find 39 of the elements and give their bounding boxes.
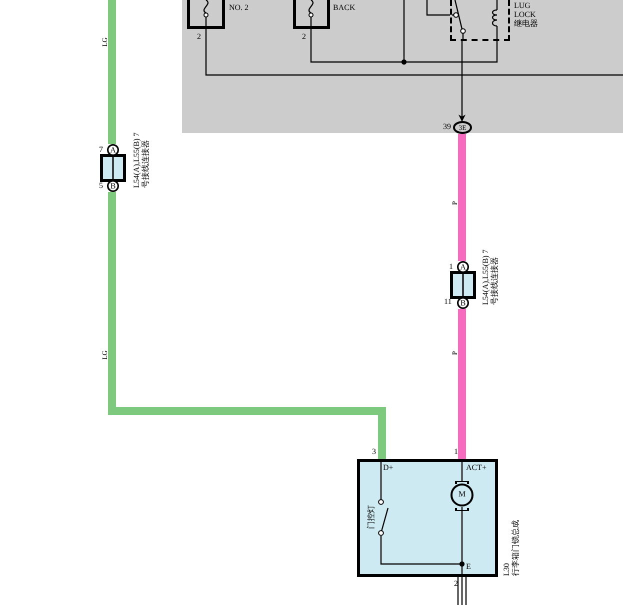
wire <box>310 29 498 63</box>
part-label: L30 行李箱门锁总成 <box>502 520 520 576</box>
pin-number: 1 <box>449 262 453 272</box>
wire <box>108 0 116 144</box>
pin-number: 39 <box>443 122 451 132</box>
wire <box>458 134 466 261</box>
connector-label: L54(A),L55(B) 7 号接线连接器 <box>480 248 500 305</box>
pin-letter: B <box>460 298 466 308</box>
pin-number: 2 <box>454 579 458 588</box>
part-label: NO. 2 <box>229 3 249 12</box>
connector-label: L54(A),L55(B) 7 号接线连接器 <box>132 131 150 188</box>
terminal-label: ACT+ <box>466 463 487 472</box>
pin-number: 3 <box>372 447 376 456</box>
wire <box>205 29 623 76</box>
pin-letter: A <box>110 145 116 155</box>
arrow <box>458 41 466 122</box>
pin-number: 11 <box>444 297 452 306</box>
pin-letter: A <box>460 262 466 272</box>
switch-label: 门控灯 <box>366 505 376 529</box>
motor-label: M <box>458 489 466 499</box>
terminal-label: E <box>466 562 471 572</box>
pin-number: 7 <box>99 145 103 154</box>
pin-number: 5 <box>99 181 103 190</box>
pin-number: 2 <box>302 32 306 42</box>
wire <box>426 0 450 16</box>
pin-letter: B <box>110 181 116 191</box>
pin-number: 2 <box>197 32 201 42</box>
fuse-box <box>187 0 225 29</box>
part-label: LUG LOCK 继电器 <box>514 1 538 29</box>
wire <box>457 576 467 605</box>
pin-number: 1 <box>454 447 458 456</box>
motor-symbol <box>450 481 474 511</box>
terminal-label: D+ <box>383 463 394 472</box>
part-label: BACK <box>333 3 356 12</box>
wire <box>108 192 386 459</box>
fuse-box <box>293 0 330 29</box>
connector <box>100 144 126 192</box>
connector <box>450 261 476 309</box>
wire <box>458 309 466 459</box>
